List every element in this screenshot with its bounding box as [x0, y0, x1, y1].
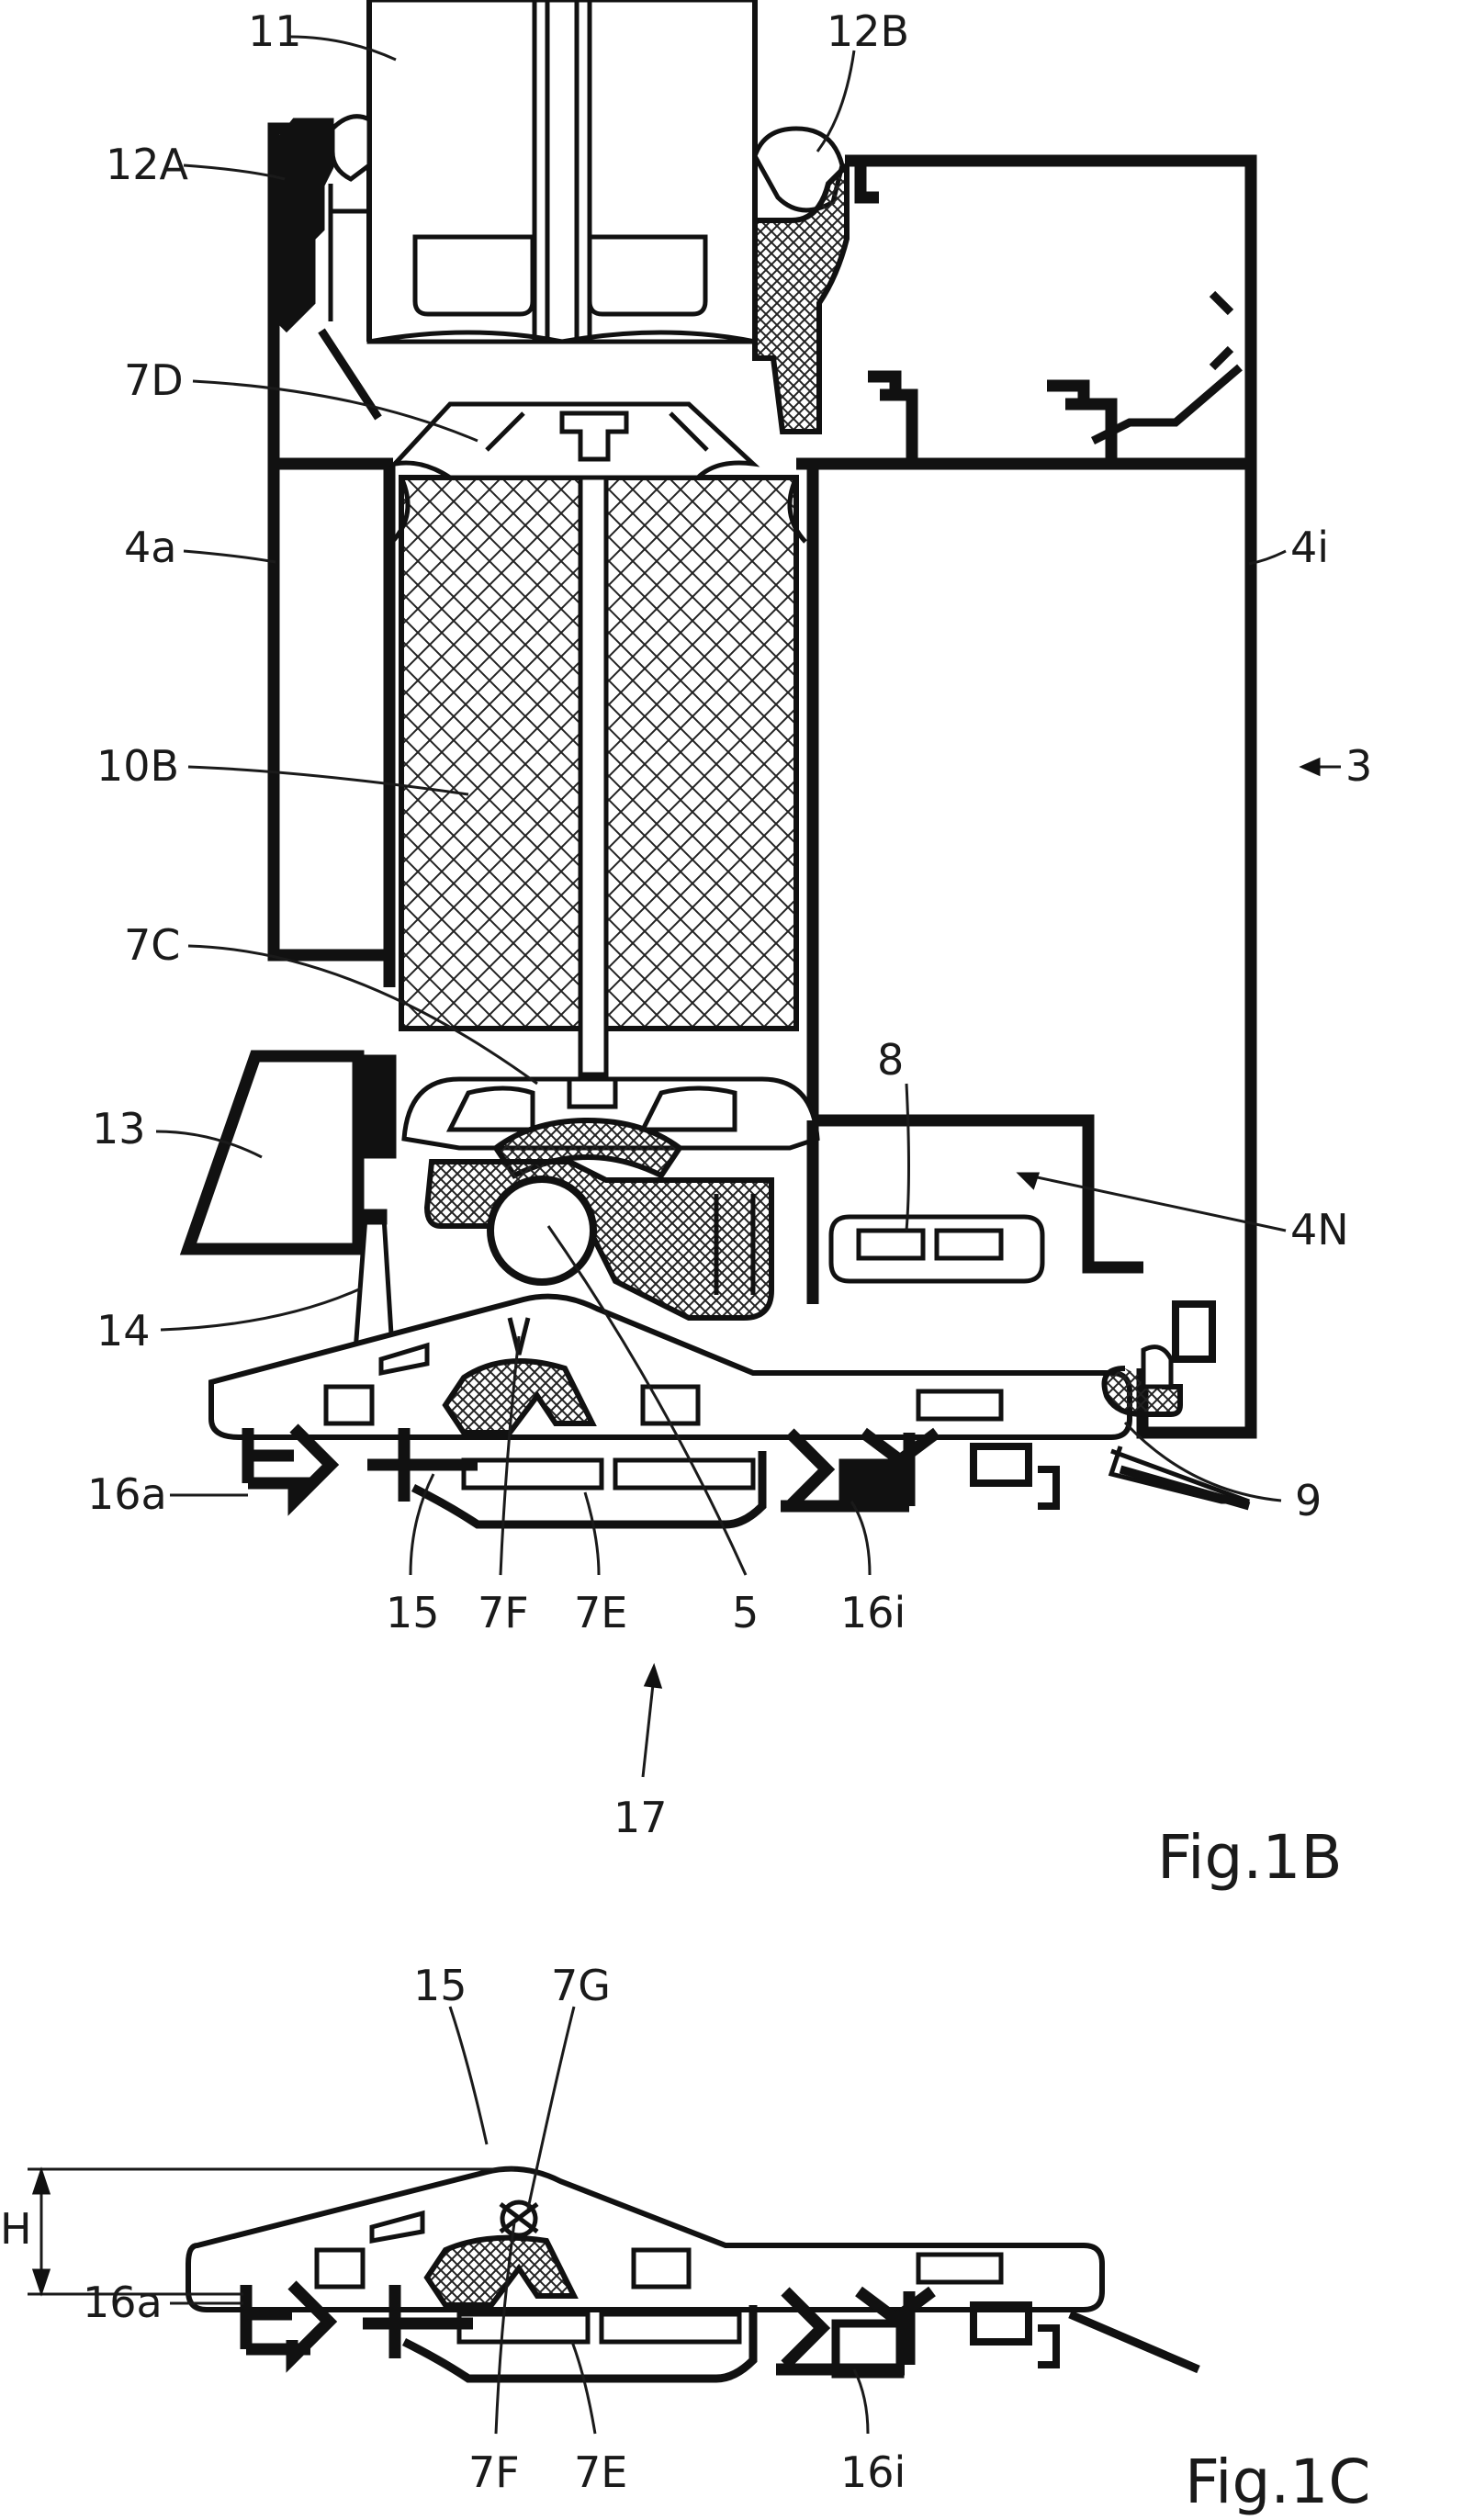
label-16i: 16i — [840, 1588, 906, 1637]
label-13: 13 — [92, 1104, 146, 1153]
label-4i: 4i — [1290, 523, 1329, 572]
figure-title-1b: Fig.1B — [1157, 1822, 1343, 1893]
label-7f: 7F — [478, 1588, 529, 1637]
bottom-profile-assembly — [211, 1297, 1249, 1524]
label-7f: 7F — [468, 2447, 520, 2497]
label-15: 15 — [386, 1588, 440, 1637]
figure-title-1c: Fig.1C — [1185, 2447, 1370, 2517]
bottom-profile-1c — [188, 2169, 1199, 2379]
label-12b: 12B — [827, 6, 909, 56]
glazing-unit-11 — [369, 0, 755, 342]
label-5: 5 — [732, 1588, 759, 1637]
label-7e: 7E — [574, 1588, 627, 1637]
label-7e: 7E — [574, 2447, 627, 2497]
label-7c: 7C — [124, 920, 180, 970]
label-16a: 16a — [87, 1469, 167, 1519]
label-7g: 7G — [551, 1961, 611, 2010]
label-h: H — [0, 2204, 32, 2254]
label-3: 3 — [1345, 741, 1372, 791]
label-12a: 12A — [106, 140, 189, 189]
frame-nose-4n — [813, 1120, 1212, 1359]
label-7d: 7D — [124, 355, 184, 405]
insulating-bar-7d — [395, 404, 753, 478]
gasket-12b — [755, 129, 847, 432]
label-11: 11 — [248, 6, 302, 56]
figure-1c: 15 7G H 16a 7F 7E 16i Fig.1C — [0, 1961, 1370, 2517]
label-17: 17 — [613, 1793, 668, 1842]
figure-1b: 11 12B 12A 7D 4a 4i 10B 3 7C 8 13 4N 14 … — [87, 0, 1372, 1893]
insulation-core-10b — [392, 450, 805, 1074]
label-4a: 4a — [124, 523, 176, 572]
label-16i: 16i — [840, 2447, 906, 2497]
label-8: 8 — [877, 1035, 904, 1085]
label-15: 15 — [413, 1961, 467, 2010]
label-10b: 10B — [96, 741, 179, 791]
label-14: 14 — [96, 1306, 151, 1356]
glazing-bead-12a — [276, 117, 378, 418]
label-4n: 4N — [1290, 1205, 1349, 1254]
label-9: 9 — [1295, 1476, 1322, 1525]
label-16a: 16a — [83, 2278, 163, 2327]
